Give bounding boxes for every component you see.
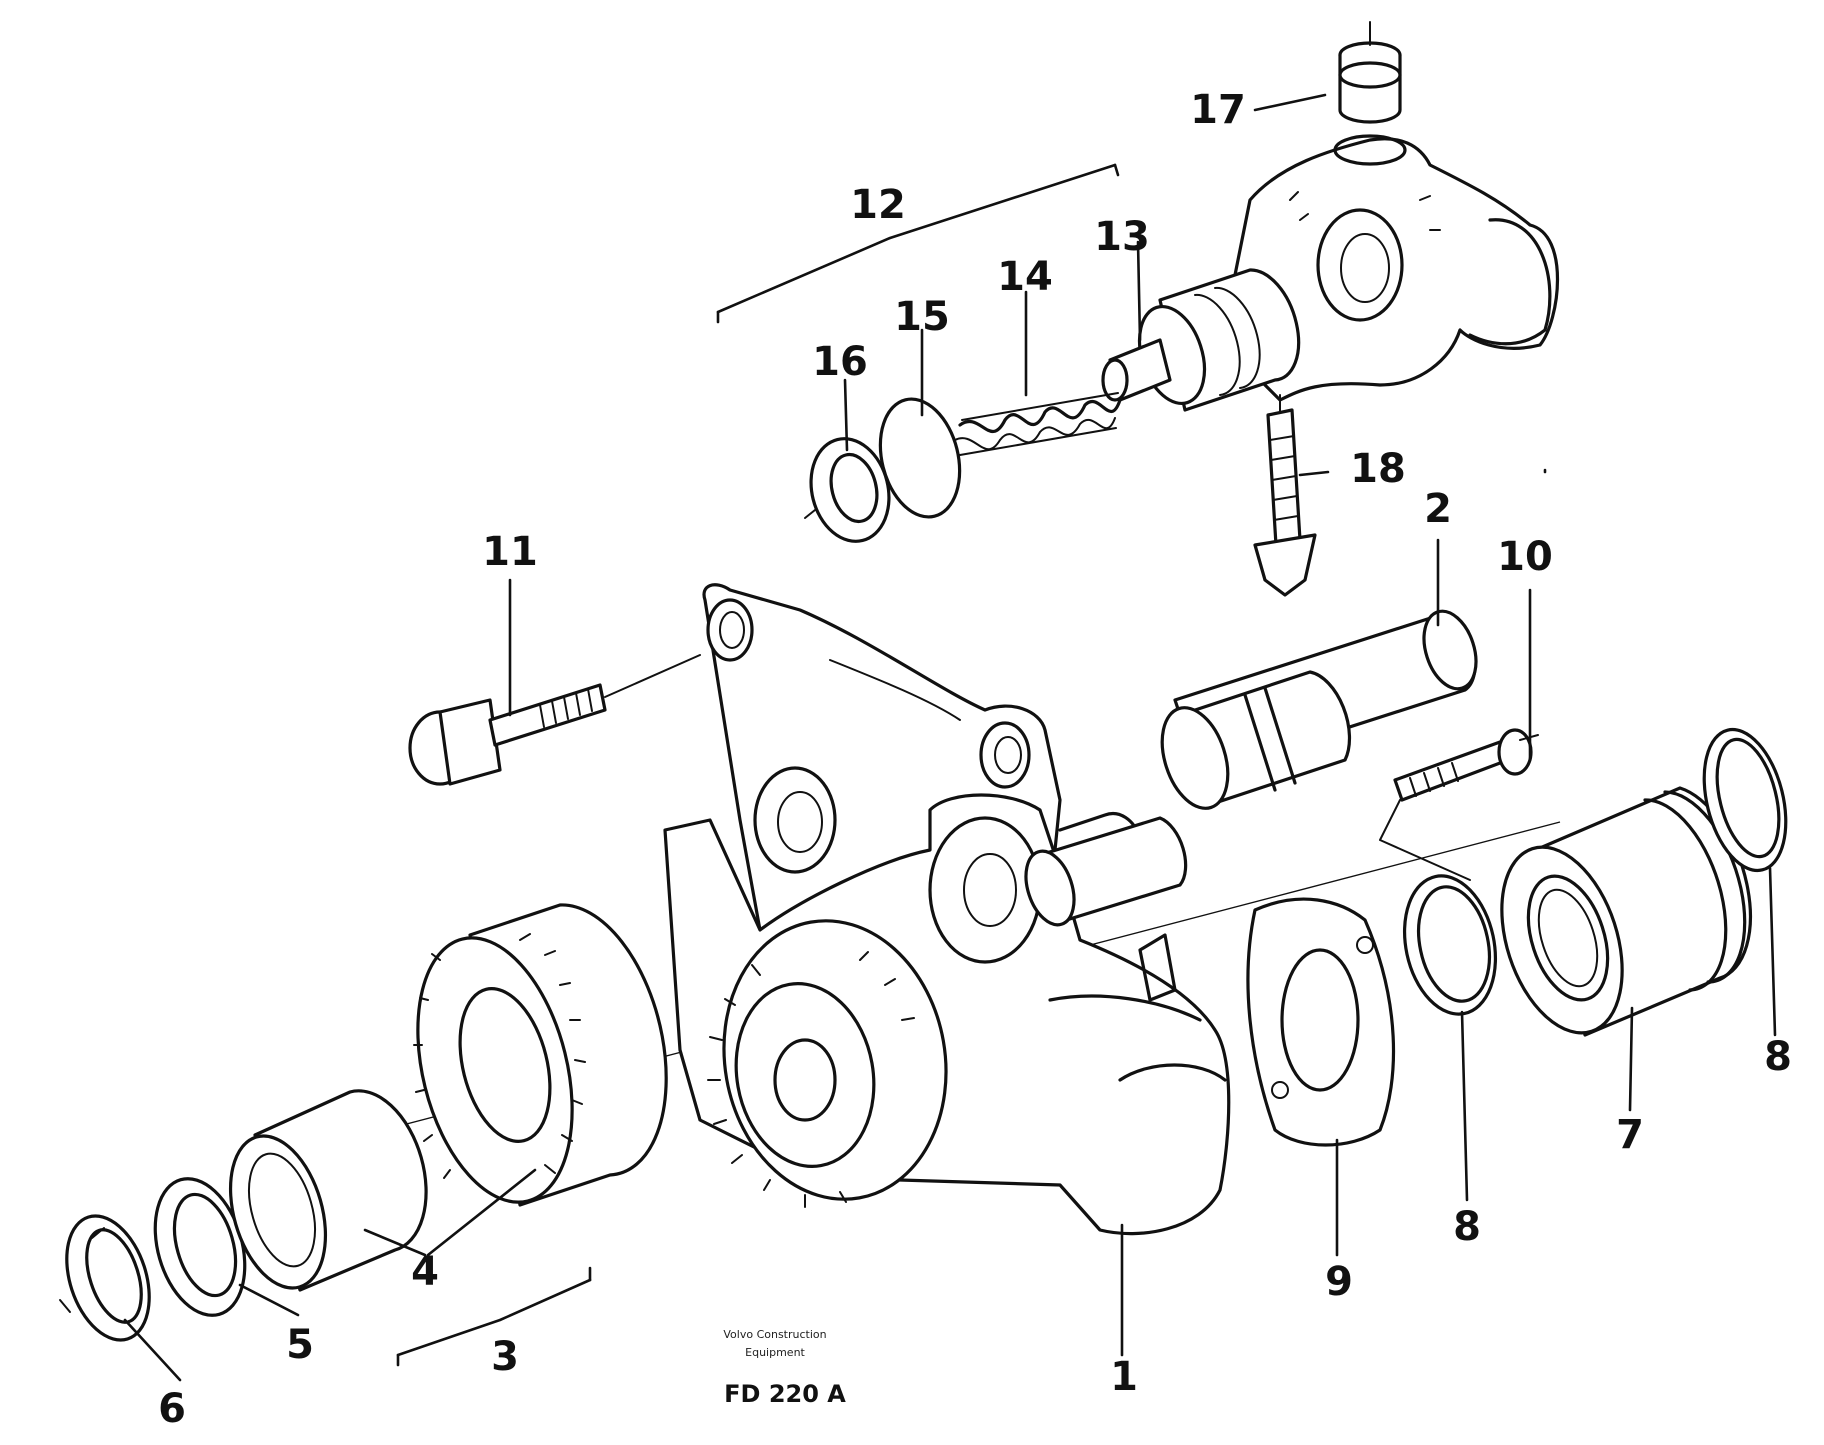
part-4-idler-gear [413, 903, 668, 1207]
callout-1: 1 [1110, 1354, 1138, 1400]
caption-line-1: Volvo Construction [723, 1328, 826, 1341]
callout-4: 4 [411, 1249, 439, 1295]
part-8-o-ring-left [1402, 874, 1498, 1016]
part-12-valve-housing [1228, 134, 1559, 402]
callout-6: 6 [158, 1386, 186, 1432]
part-16-retaining-ring [804, 437, 891, 543]
group-bracket-12 [716, 163, 1120, 324]
callout-15: 15 [894, 294, 950, 340]
callout-7: 7 [1616, 1112, 1644, 1158]
callout-2: 2 [1424, 486, 1452, 532]
part-6-circlip [59, 1214, 151, 1342]
part-11-bolt [408, 654, 701, 786]
reference-caption: Volvo Construction Equipment FD 220 A [723, 1328, 846, 1408]
callout-labels: 1 2 3 4 5 6 7 8 8 9 10 11 12 13 14 15 16… [158, 87, 1792, 1432]
part-13-valve-plunger [1101, 268, 1301, 412]
part-9-gasket [1246, 897, 1396, 1147]
part-14-spring [954, 392, 1122, 456]
part-7-sleeve [1500, 786, 1752, 1037]
callout-8b: 8 [1764, 1034, 1792, 1080]
part-1-pump-housing [663, 583, 1231, 1236]
callout-18: 18 [1350, 446, 1406, 492]
callout-5: 5 [286, 1322, 314, 1368]
callout-8a: 8 [1453, 1204, 1481, 1250]
callout-12: 12 [850, 182, 906, 228]
part-4-bushing [228, 1089, 428, 1292]
part-17-cap [1338, 21, 1402, 124]
callout-13: 13 [1094, 214, 1150, 260]
callout-11: 11 [482, 529, 538, 575]
callout-9: 9 [1325, 1259, 1353, 1305]
part-8-o-ring-right [1702, 727, 1788, 873]
part-18-screw [1253, 394, 1317, 597]
leader-lines [123, 93, 1777, 1382]
caption-line-2: Equipment [745, 1346, 805, 1359]
callout-14: 14 [997, 254, 1053, 300]
callout-3: 3 [491, 1334, 519, 1380]
callout-10: 10 [1497, 534, 1553, 580]
callout-16: 16 [812, 339, 868, 385]
callout-17: 17 [1190, 87, 1246, 133]
part-10-bolt [1379, 728, 1539, 881]
reference-code: FD 220 A [724, 1380, 846, 1408]
part-2-shaft [1024, 609, 1478, 927]
group-bracket-3 [396, 1266, 592, 1367]
